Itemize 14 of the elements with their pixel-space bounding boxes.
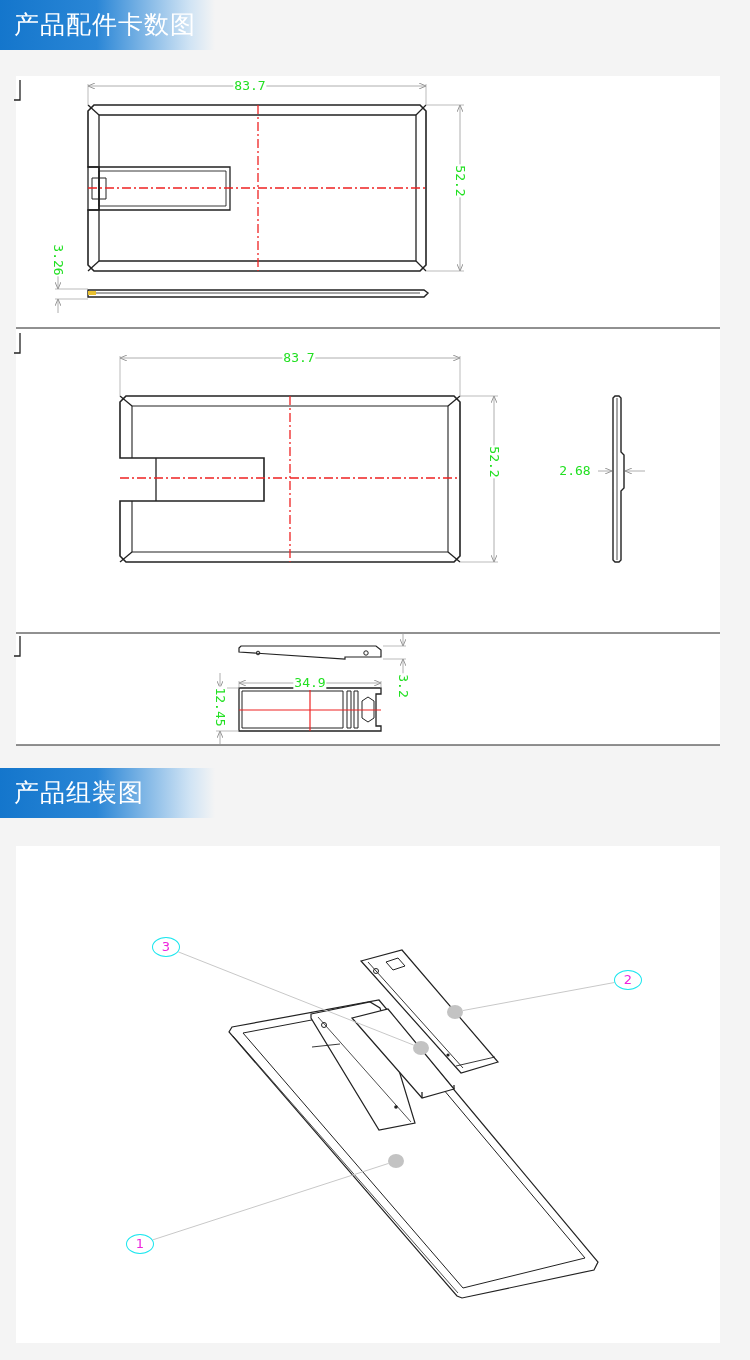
section-heading: 产品配件卡数图 [0, 0, 215, 50]
leader-line [177, 951, 415, 1046]
dimension-label: 83.7 [233, 79, 267, 93]
section-heading: 产品组装图 [0, 768, 215, 818]
leader-line [462, 982, 615, 1012]
dimension-label: 34.9 [293, 676, 327, 690]
dimension-label: 83.7 [282, 351, 316, 365]
dimension-label: 12.45 [213, 686, 227, 728]
leader-line [152, 1162, 389, 1241]
dimension-label: 3.2 [396, 673, 410, 699]
dimension-label: 52.2 [453, 164, 467, 198]
dimension-label: 52.2 [487, 445, 501, 479]
dimension-label: 2.68 [558, 464, 592, 478]
dimension-label: 3.26 [51, 243, 65, 277]
